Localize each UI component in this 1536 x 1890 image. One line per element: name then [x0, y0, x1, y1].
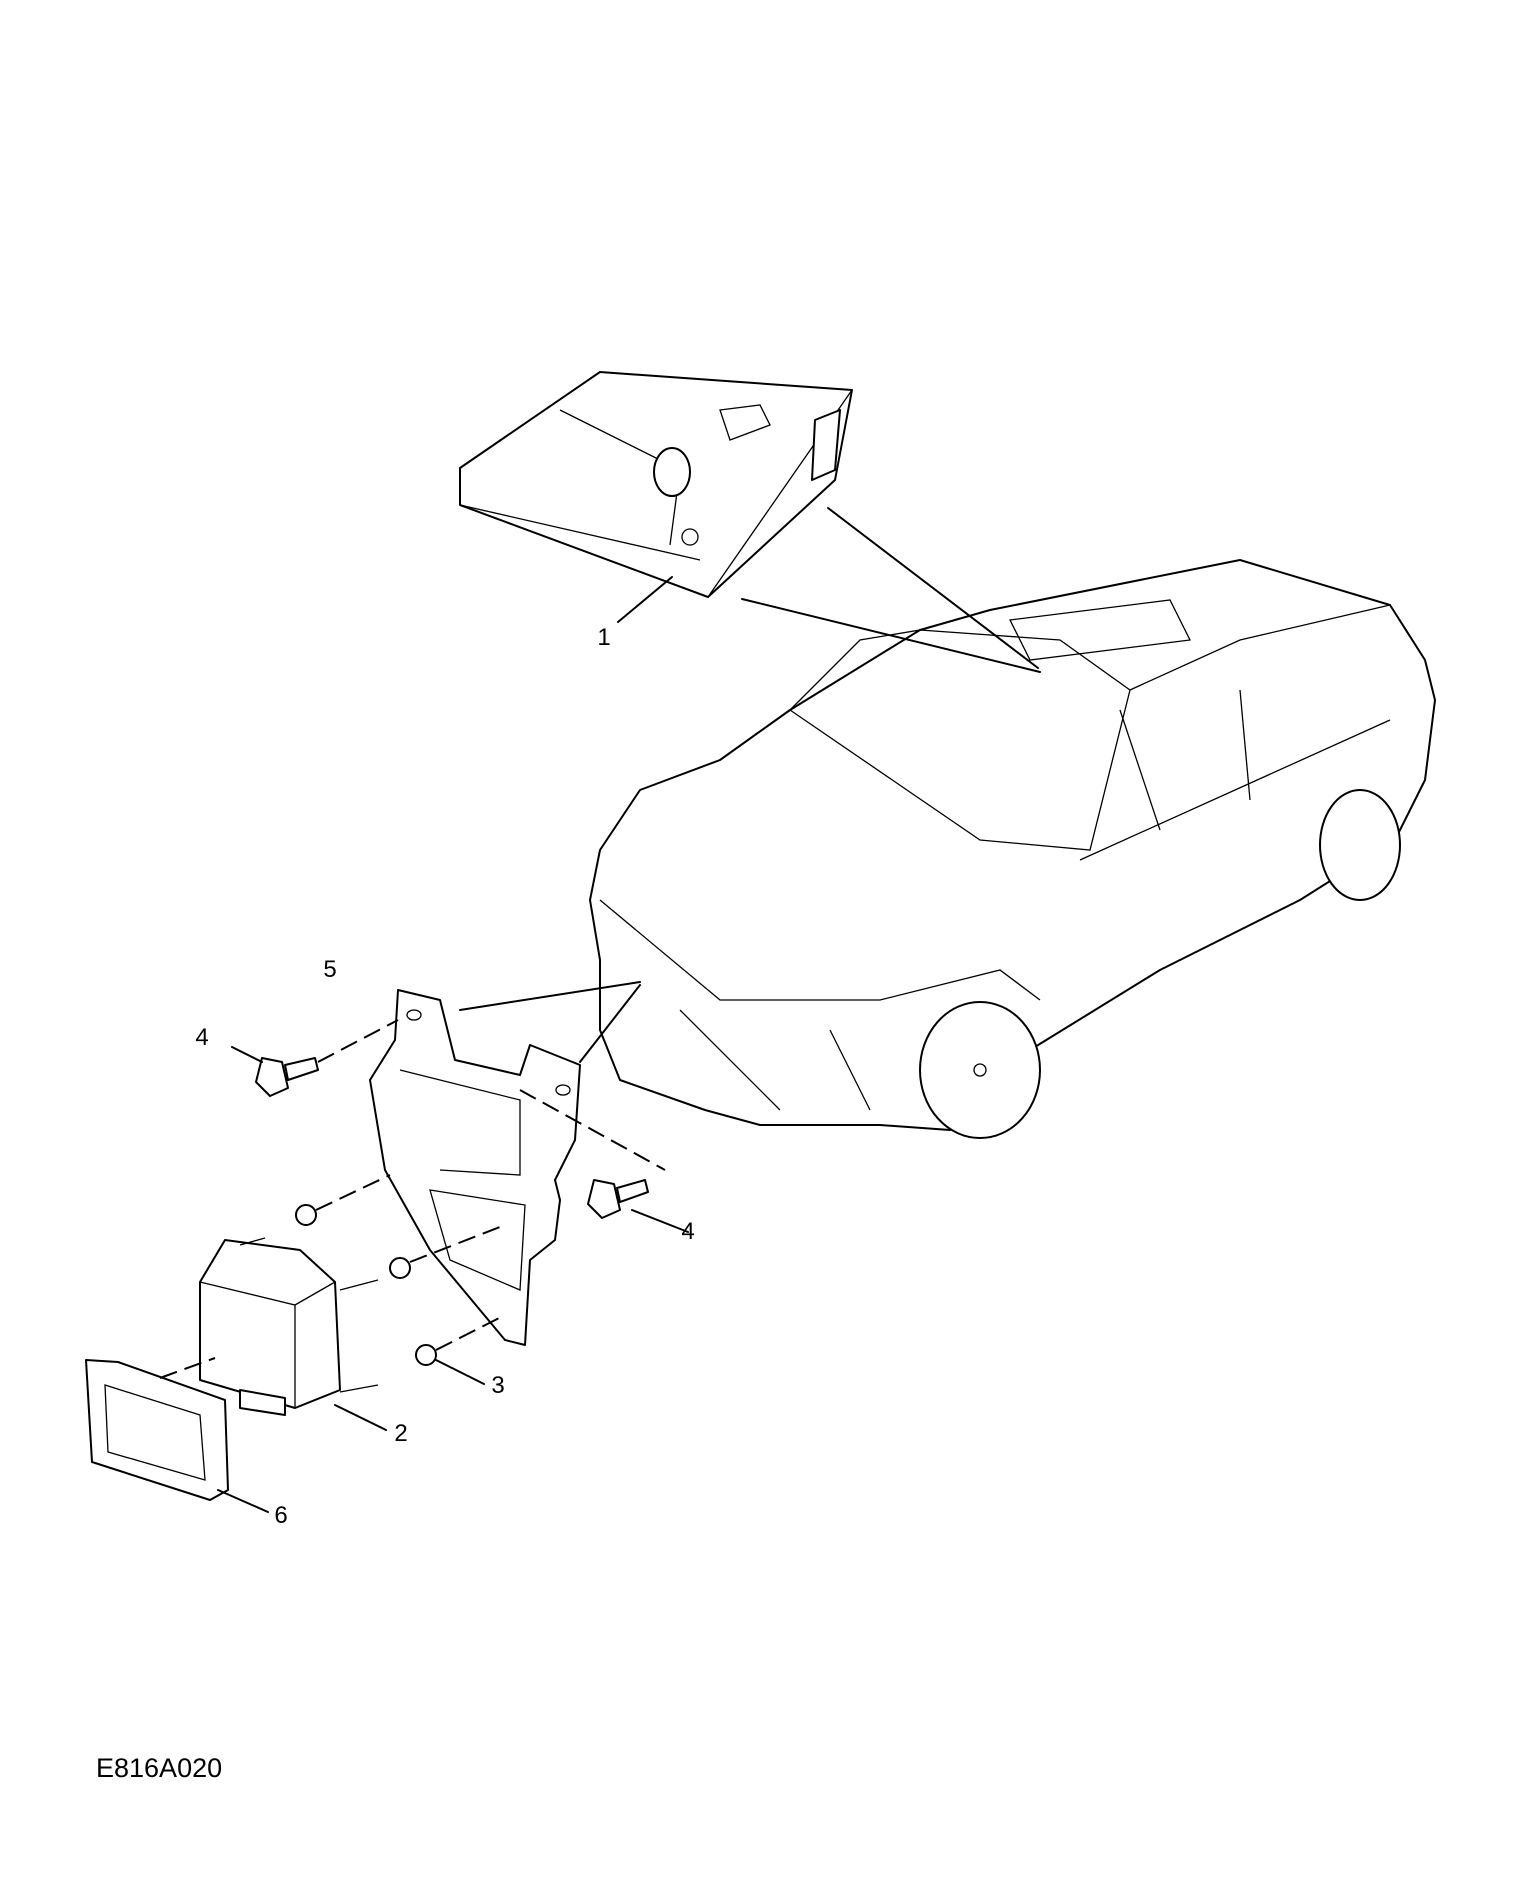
- vehicle-outline: [589, 559, 1436, 1139]
- callout-3: 3: [491, 1372, 505, 1399]
- callout-4-left: 4: [195, 1024, 209, 1051]
- callout-5: 5: [323, 956, 337, 983]
- leader-line-1: [617, 576, 673, 623]
- radar-sensor: [199, 1237, 379, 1416]
- bolt-right: [587, 1179, 649, 1219]
- mounting-bracket: [369, 989, 581, 1346]
- front-camera-module: [459, 371, 853, 598]
- callout-2: 2: [394, 1420, 408, 1447]
- radar-bezel: [85, 1359, 229, 1501]
- bolt-left: [255, 1057, 319, 1097]
- callout-6: 6: [274, 1502, 288, 1529]
- callout-1: 1: [597, 624, 611, 651]
- nuts: [295, 1204, 437, 1366]
- callout-4-right: 4: [681, 1218, 695, 1245]
- figure-code: E816A020: [96, 1753, 223, 1783]
